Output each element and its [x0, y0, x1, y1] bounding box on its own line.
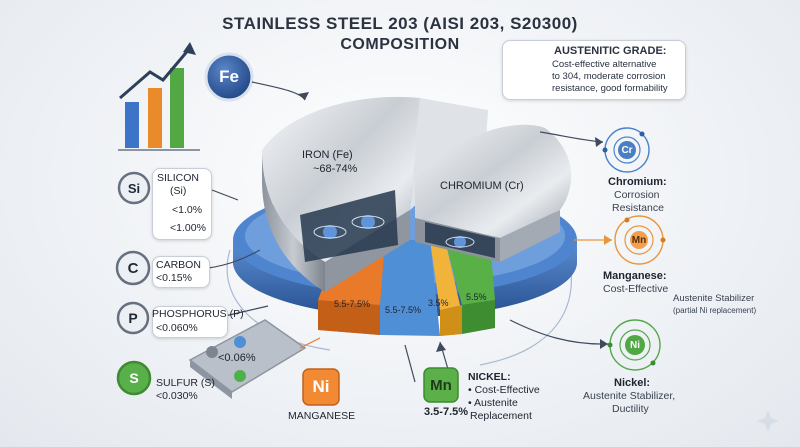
ni-atom — [607, 319, 661, 371]
nickel-note-heading: NICKEL: — [468, 371, 511, 383]
ni-square-label: MANGANESE — [288, 410, 356, 422]
sulfur-plate-value: <0.06% — [218, 352, 256, 364]
nickel-note-line-1: • Cost-Effective — [468, 384, 540, 396]
slice-orange-label: 5.5-7.5% — [334, 299, 371, 309]
fe-symbol: Fe — [219, 67, 239, 86]
phosphorus-value: <0.060% — [156, 322, 198, 334]
mn-atom — [614, 215, 666, 265]
c-circle — [115, 250, 151, 286]
mn-square-symbol: Mn — [430, 376, 452, 394]
cr-atom-symbol: Cr — [621, 144, 633, 156]
carbon-value: <0.15% — [156, 272, 192, 284]
composition-slices — [318, 215, 495, 336]
right-chromium-line-1: Corrosion — [614, 189, 660, 201]
phosphorus-box — [152, 306, 228, 338]
silicon-name: SILICON — [157, 172, 200, 184]
chromium-slab — [415, 124, 572, 262]
silicon-value-2: <1.00% — [170, 222, 206, 234]
si-circle — [117, 171, 151, 205]
p-symbol: P — [128, 310, 138, 326]
right-nickel-heading: Nickel: — [614, 377, 651, 389]
mn-atom-symbol: Mn — [631, 234, 647, 246]
sulfur-plate — [188, 319, 307, 399]
sulfur-name: SULFUR (S) — [156, 377, 215, 389]
bar-chart-icon — [118, 42, 200, 151]
grade-heading: AUSTENITIC GRADE: — [554, 45, 667, 57]
s-circle — [116, 360, 152, 396]
carbon-name: CARBON — [156, 259, 201, 271]
phosphorus-name: PHOSPHORUS (P) — [152, 308, 244, 320]
carbon-box — [152, 256, 210, 288]
page-subtitle: COMPOSITION — [340, 36, 460, 53]
sulfur-value: <0.030% — [156, 390, 198, 402]
grade-line-2: to 304, moderate corrosion — [552, 71, 666, 82]
grade-line-3: resistance, good formability — [552, 83, 668, 94]
s-symbol: S — [129, 370, 139, 386]
slice-blue-label: 5.5-7.5% — [385, 305, 422, 315]
slice-green-label: 5.5% — [466, 292, 487, 302]
arrow-heads — [298, 92, 612, 352]
silicon-sub: (Si) — [170, 185, 187, 197]
chromium-label: CHROMIUM (Cr) — [440, 180, 524, 192]
right-nickel-line-1: Austenite Stabilizer, — [583, 390, 676, 402]
sparkle-icon — [757, 410, 779, 432]
fe-badge-circle — [204, 52, 254, 102]
right-chromium-heading: Chromium: — [608, 176, 667, 188]
cr-atom — [602, 127, 650, 173]
stabilizer-line-2: (partial Ni replacement) — [673, 306, 757, 315]
slice-yellow-label: 3.5% — [428, 298, 449, 308]
iron-value: ~68-74% — [313, 163, 358, 175]
right-nickel-line-2: Ductility — [612, 403, 649, 415]
ni-atom-symbol: Ni — [630, 339, 640, 351]
nickel-note-line-3: Replacement — [470, 410, 532, 422]
c-symbol: C — [127, 259, 139, 277]
p-circle — [116, 301, 150, 335]
silicon-value-1: <1.0% — [172, 204, 203, 216]
mn-badge-square — [423, 367, 459, 403]
right-chromium-line-2: Resistance — [612, 202, 664, 214]
grade-line-1: Cost-effective alternative — [552, 59, 657, 70]
right-manganese-heading: Manganese: — [603, 270, 667, 282]
nickel-note-line-2: • Austenite — [468, 397, 518, 409]
si-symbol: Si — [127, 180, 141, 196]
silicon-box — [152, 168, 212, 240]
stabilizer-line-1: Austenite Stabilizer — [673, 293, 755, 304]
grade-box — [502, 40, 686, 100]
ni-badge-square — [302, 368, 340, 406]
right-manganese-line-1: Cost-Effective — [603, 283, 669, 295]
ni-square-symbol: Ni — [312, 377, 330, 396]
mn-square-value: 3.5-7.5% — [424, 406, 469, 418]
iron-label: IRON (Fe) — [302, 149, 353, 161]
page-title: STAINLESS STEEL 203 (AISI 203, S20300) — [222, 14, 578, 33]
